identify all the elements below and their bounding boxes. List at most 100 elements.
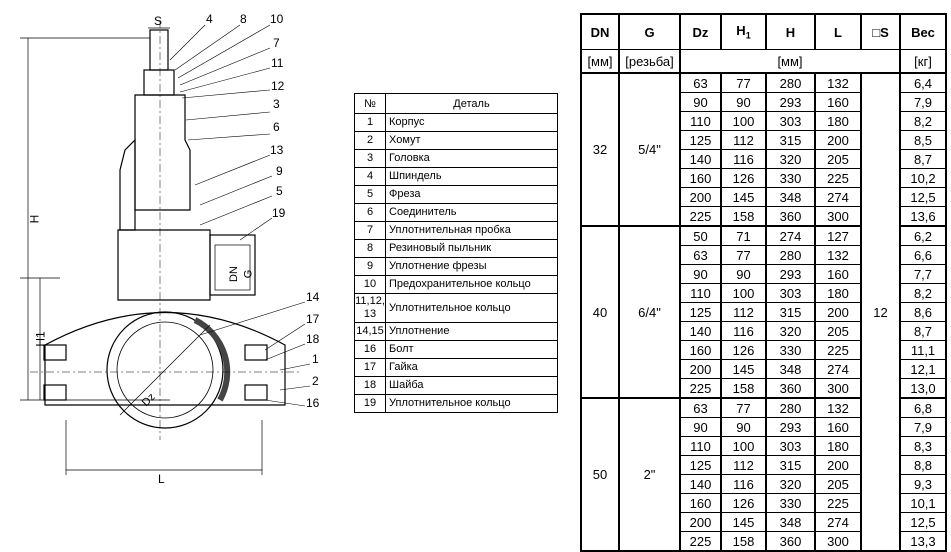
weight-cell: 8,5 — [899, 130, 946, 150]
part-number: 10 — [354, 275, 386, 294]
header-dn: DN — [580, 13, 620, 50]
unit-mm: [мм] — [679, 49, 901, 74]
callout-14: 14 — [306, 290, 320, 304]
header-h: H — [765, 13, 816, 50]
dz-cell: 125 — [679, 302, 721, 322]
h1-cell: 116 — [720, 321, 766, 341]
part-number: 4 — [354, 167, 386, 186]
part-number: 5 — [354, 185, 386, 204]
l-cell: 200 — [814, 302, 861, 322]
h-cell: 303 — [765, 436, 815, 456]
part-name: Предохранительное кольцо — [385, 275, 558, 294]
unit-kg: [кг] — [899, 49, 947, 74]
l-cell: 300 — [814, 531, 861, 552]
dz-cell: 160 — [679, 493, 721, 513]
callout-11: 11 — [271, 56, 284, 70]
part-number: 19 — [354, 394, 386, 413]
h-cell: 348 — [765, 187, 815, 207]
header-weight: Вес — [899, 13, 947, 50]
h1-cell: 112 — [720, 455, 766, 475]
parts-header-part: Деталь — [385, 93, 558, 114]
l-cell: 225 — [814, 493, 861, 513]
callout-17: 17 — [306, 312, 320, 326]
unit-g: [резьба] — [618, 49, 681, 74]
callout-12: 12 — [271, 79, 285, 93]
part-name: Уплотнение фрезы — [385, 257, 558, 276]
l-cell: 274 — [814, 359, 861, 379]
l-cell: 132 — [814, 398, 861, 418]
h-cell: 280 — [765, 398, 815, 418]
thread-cell: 5/4" — [618, 73, 680, 227]
weight-cell: 9,3 — [899, 474, 946, 494]
thread-cell: 2" — [618, 398, 680, 552]
l-cell: 205 — [814, 149, 861, 169]
part-number: 16 — [354, 340, 386, 359]
part-number: 9 — [354, 257, 386, 276]
header-dz: Dz — [679, 13, 722, 50]
dz-cell: 200 — [679, 359, 721, 379]
h-cell: 315 — [765, 455, 815, 475]
weight-cell: 6,4 — [899, 73, 946, 93]
part-number: 2 — [354, 131, 386, 150]
callout-1: 1 — [312, 352, 319, 366]
h-cell: 280 — [765, 245, 815, 265]
h1-cell: 77 — [720, 73, 766, 93]
dn-cell: 40 — [580, 226, 619, 399]
weight-cell: 8,6 — [899, 302, 946, 322]
weight-cell: 6,8 — [899, 398, 946, 418]
dz-cell: 125 — [679, 130, 721, 150]
h1-cell: 77 — [720, 398, 766, 418]
h1-cell: 145 — [720, 512, 766, 532]
callout-10: 10 — [270, 12, 284, 26]
l-cell: 160 — [814, 264, 861, 284]
part-number: 17 — [354, 358, 386, 377]
l-cell: 132 — [814, 73, 861, 93]
weight-cell: 11,1 — [899, 340, 946, 360]
header-l: L — [814, 13, 862, 50]
h-cell: 303 — [765, 283, 815, 303]
h-cell: 330 — [765, 340, 815, 360]
l-cell: 160 — [814, 92, 861, 112]
l-cell: 225 — [814, 340, 861, 360]
part-name: Уплотнительная пробка — [385, 221, 558, 240]
dim-label-h1: H1 — [33, 331, 48, 347]
h1-cell: 112 — [720, 302, 766, 322]
part-name: Уплотнительное кольцо — [385, 394, 558, 413]
weight-cell: 8,7 — [899, 149, 946, 169]
weight-cell: 13,0 — [899, 378, 946, 399]
parts-header-number: № — [354, 93, 386, 114]
callout-6: 6 — [273, 120, 280, 134]
dz-cell: 225 — [679, 531, 721, 552]
header-g: G — [618, 13, 681, 50]
dim-label-l: L — [158, 472, 165, 486]
part-number: 3 — [354, 149, 386, 168]
part-number: 14,15 — [354, 322, 386, 341]
dim-label-dn: DN — [227, 266, 240, 282]
weight-cell: 6,6 — [899, 245, 946, 265]
dz-cell: 225 — [679, 378, 721, 399]
l-cell: 132 — [814, 245, 861, 265]
part-name: Корпус — [385, 113, 558, 132]
dz-cell: 140 — [679, 149, 721, 169]
h1-cell: 100 — [720, 436, 766, 456]
h-cell: 330 — [765, 493, 815, 513]
h1-cell: 100 — [720, 111, 766, 131]
dz-cell: 200 — [679, 187, 721, 207]
h-cell: 360 — [765, 378, 815, 399]
